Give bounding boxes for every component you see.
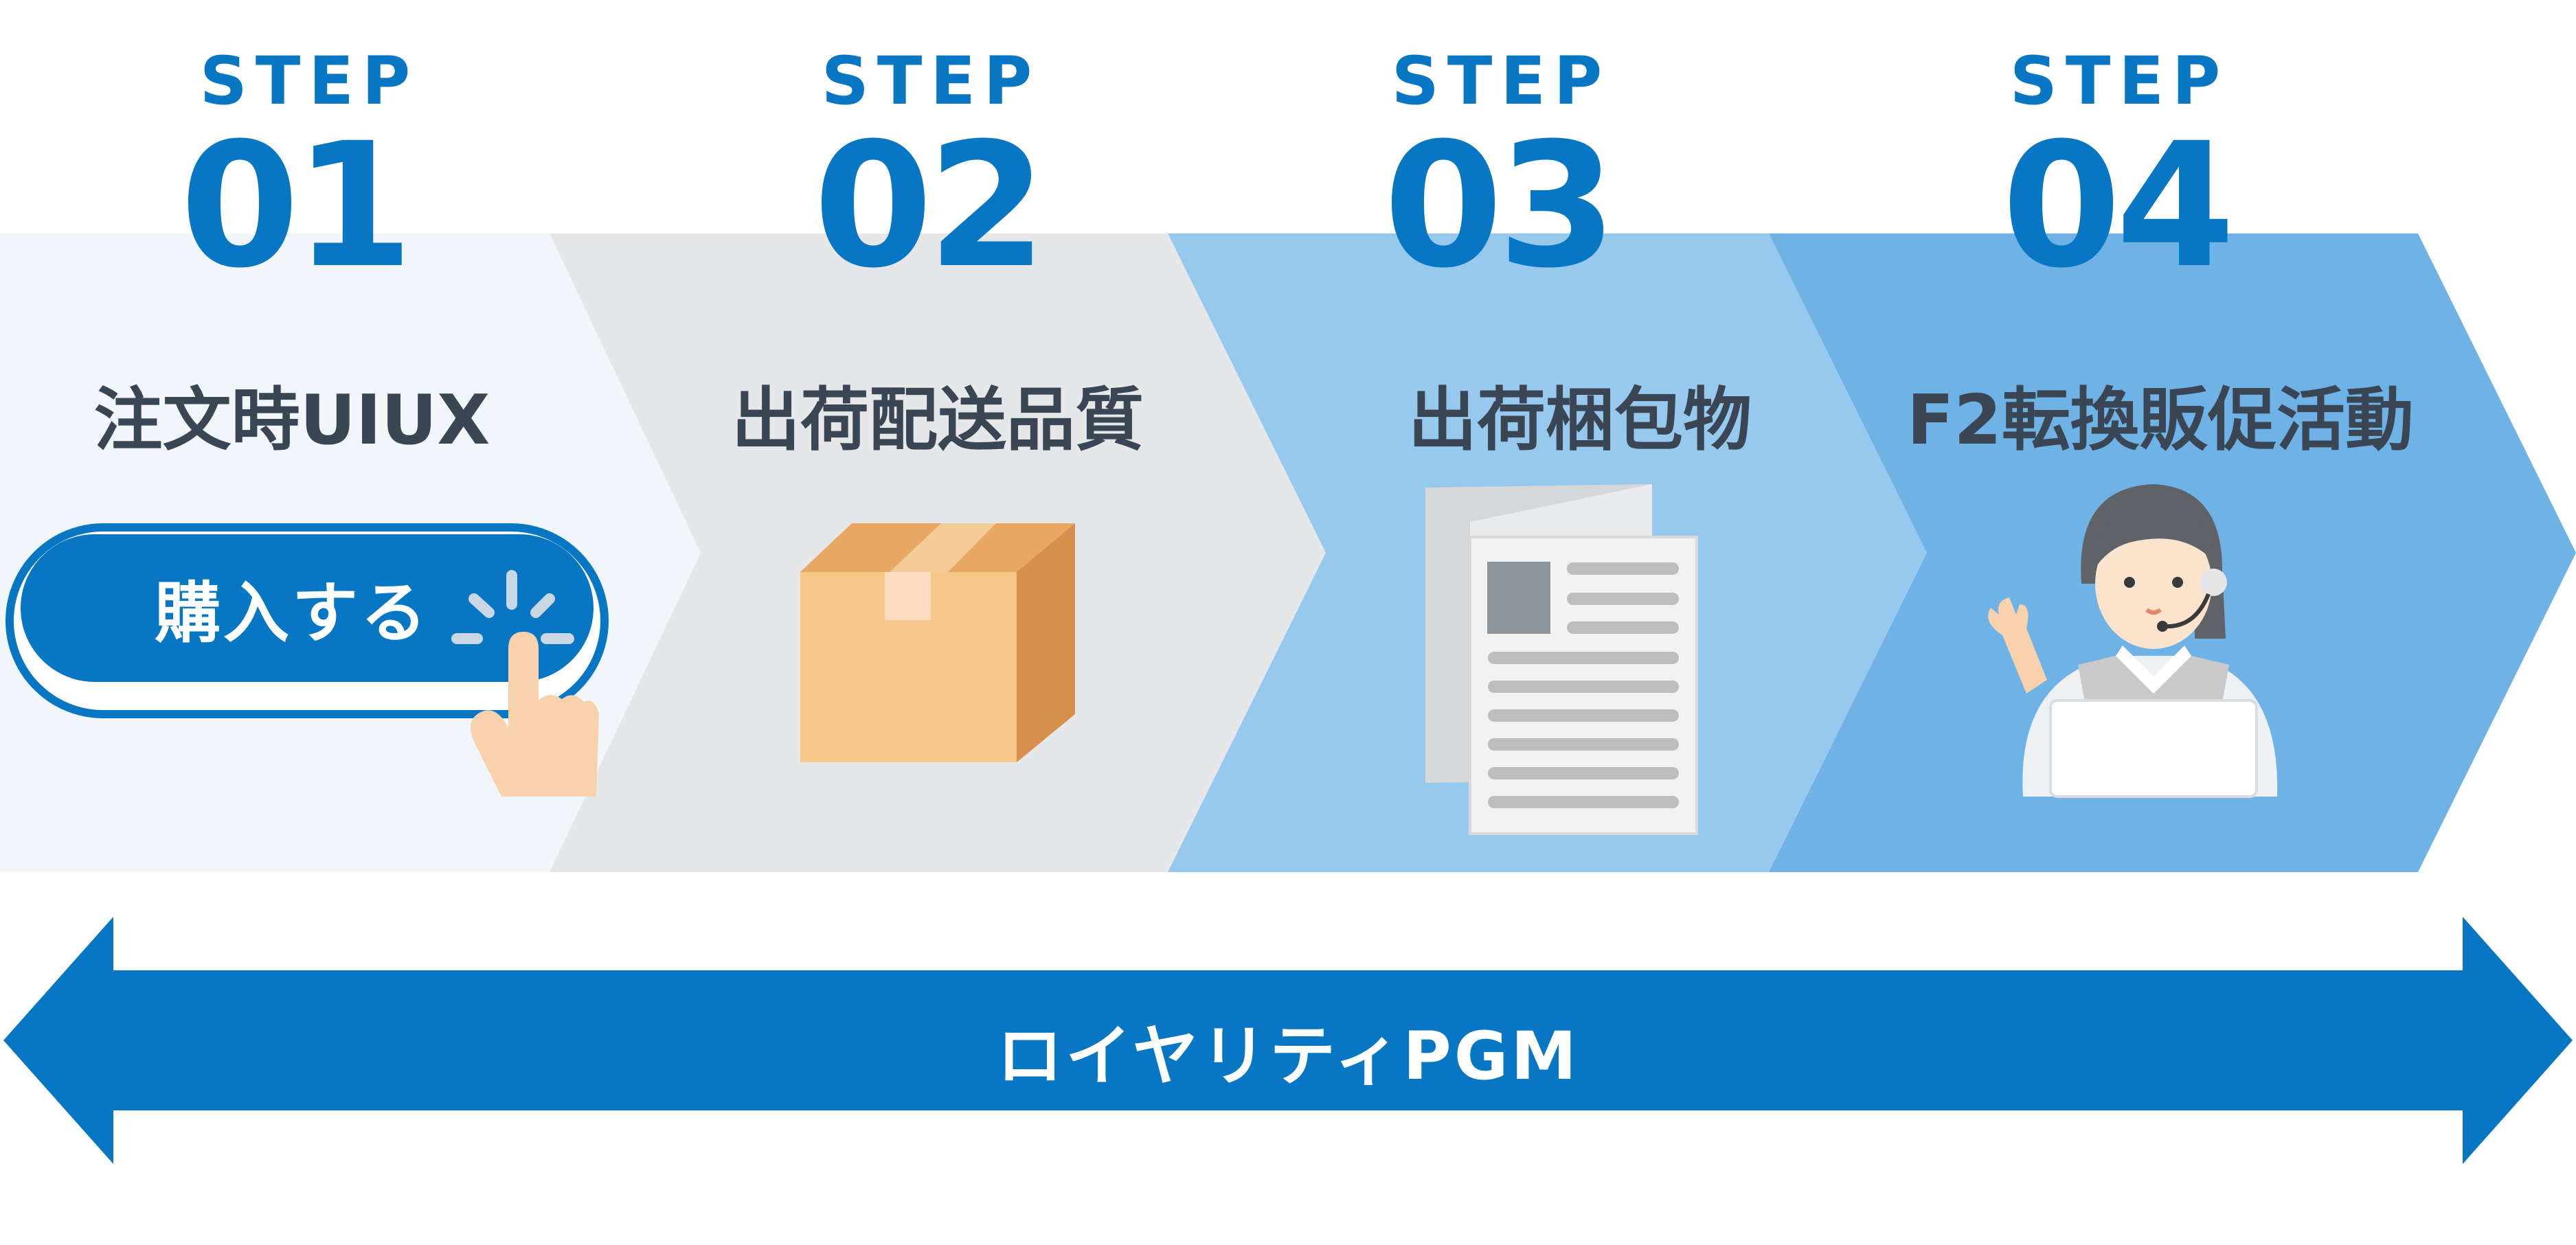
pointing-hand-icon	[471, 632, 599, 797]
loyalty-double-arrow	[3, 917, 2573, 1164]
step-02-number: 02	[813, 106, 1047, 306]
step-03-label: STEP	[1391, 43, 1611, 119]
step-01-title: 注文時UIUX	[93, 380, 490, 460]
step-03-number: 03	[1383, 106, 1617, 306]
cardboard-box-icon	[800, 523, 1075, 762]
loyalty-program-label: ロイヤリティPGM	[996, 1018, 1580, 1095]
step-04-label: STEP	[2009, 43, 2229, 119]
buy-button-label: 購入する	[155, 575, 429, 652]
step-04-number: 04	[2002, 106, 2235, 306]
step-04-title: F2転換販促活動	[1907, 380, 2414, 460]
support-operator-icon	[1988, 484, 2278, 798]
tap-sparkle-icon	[451, 570, 574, 644]
step-02-label: STEP	[821, 43, 1041, 119]
step-03-title: 出荷梱包物	[1408, 380, 1752, 460]
printed-document-icon	[1425, 484, 1698, 835]
buy-button-tap-icon	[5, 523, 609, 797]
step-01-label: STEP	[199, 43, 419, 119]
step-01-number: 01	[180, 106, 414, 306]
step-02-title: 出荷配送品質	[732, 380, 1144, 460]
